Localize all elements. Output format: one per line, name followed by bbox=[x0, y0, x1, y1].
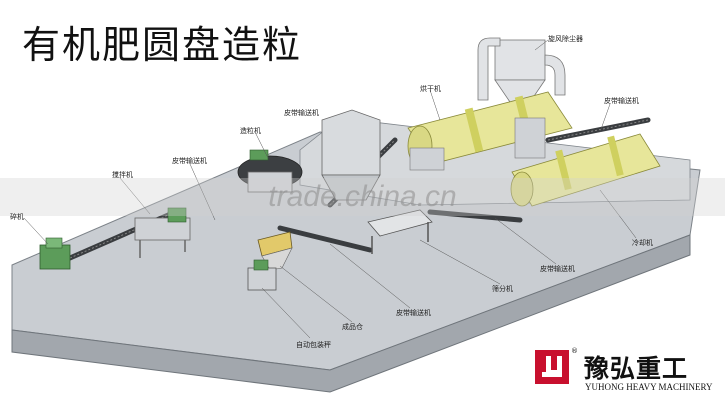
label-dryer: 烘干机 bbox=[420, 85, 441, 93]
conveyor-4 bbox=[427, 209, 523, 223]
label-conveyor-1: 皮带输送机 bbox=[172, 157, 207, 165]
label-conveyor-5: 皮带输送机 bbox=[396, 309, 431, 317]
label-conveyor-4: 皮带输送机 bbox=[540, 265, 575, 273]
registered-mark: ® bbox=[571, 347, 578, 355]
label-cyclone: 旋风除尘器 bbox=[548, 35, 583, 43]
watermark-text: trade.china.cn bbox=[268, 180, 457, 213]
conveyor-5 bbox=[277, 225, 373, 253]
label-product-bin: 成品仓 bbox=[342, 323, 363, 331]
disc-granulator bbox=[237, 149, 303, 193]
label-granulator: 造粒机 bbox=[240, 127, 261, 135]
page-title: 有机肥圆盘造粒 bbox=[22, 23, 303, 67]
brand-logo bbox=[535, 350, 569, 384]
feed-hopper bbox=[321, 109, 381, 201]
platform-side bbox=[11, 234, 691, 393]
screener-machine bbox=[367, 209, 433, 254]
label-conveyor-3: 皮带输送机 bbox=[604, 97, 639, 105]
label-packer: 自动包装秤 bbox=[296, 341, 331, 349]
packing-scale bbox=[247, 259, 277, 291]
crusher-machine bbox=[39, 237, 71, 270]
brand-name-cn: 豫弘重工 bbox=[584, 354, 689, 383]
brand-name-en: YUHONG HEAVY MACHINERY bbox=[585, 382, 713, 392]
label-screener: 筛分机 bbox=[492, 285, 513, 293]
dryer-drum bbox=[407, 91, 573, 171]
watermark-band bbox=[0, 178, 725, 216]
label-stirrer: 搅拌机 bbox=[112, 171, 133, 179]
stirrer-machine bbox=[134, 207, 191, 258]
label-conveyor-2: 皮带输送机 bbox=[284, 109, 319, 117]
label-cooler: 冷却机 bbox=[632, 239, 653, 247]
cooler-drum bbox=[510, 133, 661, 207]
cyclone-collector bbox=[477, 37, 566, 106]
label-crusher: 碎机 bbox=[10, 213, 24, 221]
